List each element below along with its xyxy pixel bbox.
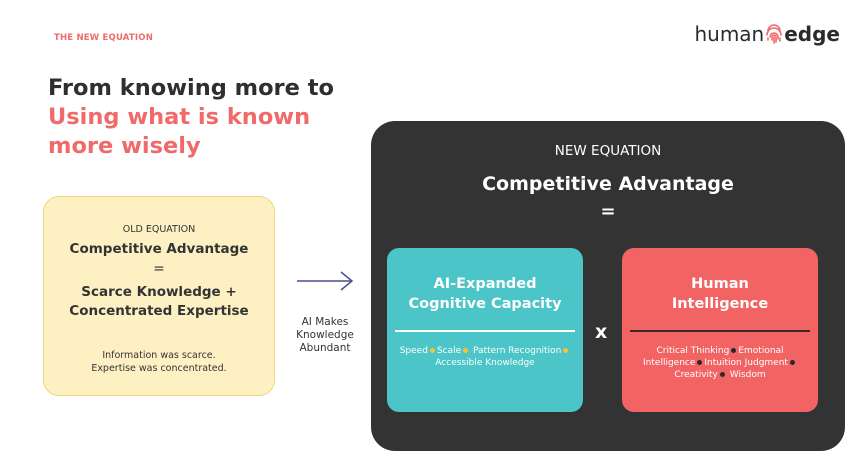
headline-line-2: Using what is known — [48, 104, 311, 130]
headline-line-3: more wisely — [48, 133, 201, 159]
ai-item: Scale — [436, 346, 462, 356]
old-equation-equals: = — [153, 261, 165, 277]
human-card-title-line-2: Intelligence — [671, 296, 769, 312]
bullet-dot — [463, 348, 469, 353]
new-equation-caption: NEW EQUATION — [554, 143, 662, 159]
old-equation-rhs: Scarce Knowledge + Concentrated Expertis… — [44, 283, 274, 321]
human-item: Critical Thinking — [656, 346, 730, 356]
ai-capacity-card: AI-Expanded Cognitive Capacity Speed Scal… — [387, 248, 583, 412]
bullet-dot — [731, 348, 737, 353]
arrow-label-line-1: AI Makes — [301, 316, 349, 328]
human-item: Emotional Intelligence — [643, 346, 784, 368]
arrow-label: AI Makes Knowledge Abundant — [280, 316, 370, 355]
ai-card-title: AI-Expanded Cognitive Capacity — [387, 274, 583, 314]
section-tag: THE NEW EQUATION — [54, 33, 154, 43]
bullet-dot — [429, 348, 435, 353]
ai-card-items: Speed Scale Pattern RecognitionAccessible… — [397, 345, 573, 369]
ai-item: Pattern Recognition — [473, 346, 562, 356]
human-item: Judgment — [744, 358, 788, 368]
brand-word-human: human — [694, 22, 765, 46]
multiply-operator: x — [595, 321, 608, 343]
human-item: Creativity — [674, 370, 718, 380]
bullet-dot — [719, 372, 725, 377]
brand-word-edge: edge — [784, 22, 840, 46]
new-equation-title: Competitive Advantage — [482, 173, 734, 195]
old-equation-note-line-1: Information was scarce. — [102, 350, 216, 361]
fingerprint-icon — [766, 24, 783, 44]
bullet-dot — [563, 348, 569, 353]
bullet-dot — [697, 360, 703, 365]
human-item: Wisdom — [729, 370, 766, 380]
human-card-divider — [630, 330, 810, 332]
old-equation-note-line-2: Expertise was concentrated. — [91, 363, 227, 374]
new-equation-equals: = — [600, 201, 616, 222]
headline: From knowing more to Using what is known… — [48, 74, 368, 161]
ai-item: Speed — [399, 346, 428, 356]
ai-card-divider — [395, 330, 575, 332]
human-card-title: Human Intelligence — [622, 274, 818, 314]
arrow-label-line-3: Abundant — [299, 342, 351, 354]
human-card-title-line-1: Human — [691, 276, 749, 292]
headline-line-1: From knowing more to — [48, 75, 334, 101]
old-equation-rhs-line-1: Scarce Knowledge + — [81, 284, 237, 300]
ai-card-title-line-1: AI-Expanded — [433, 276, 537, 292]
old-equation-title: Competitive Advantage — [69, 241, 249, 257]
brand-logo: human edge — [694, 22, 840, 46]
old-equation-rhs-line-2: Concentrated Expertise — [69, 303, 249, 319]
ai-card-title-line-2: Cognitive Capacity — [408, 296, 562, 312]
arrow-label-line-2: Knowledge — [296, 329, 354, 341]
old-equation-box: OLD EQUATION Competitive Advantage = Sca… — [43, 196, 275, 396]
old-equation-note: Information was scarce. Expertise was co… — [44, 349, 274, 375]
old-equation-caption: OLD EQUATION — [122, 224, 196, 235]
ai-item: Accessible Knowledge — [435, 358, 535, 368]
human-item: Intuition — [704, 358, 742, 368]
arrow-right-icon — [297, 271, 354, 291]
bullet-dot — [789, 360, 795, 365]
new-equation-box: NEW EQUATION Competitive Advantage = AI-… — [371, 121, 845, 451]
